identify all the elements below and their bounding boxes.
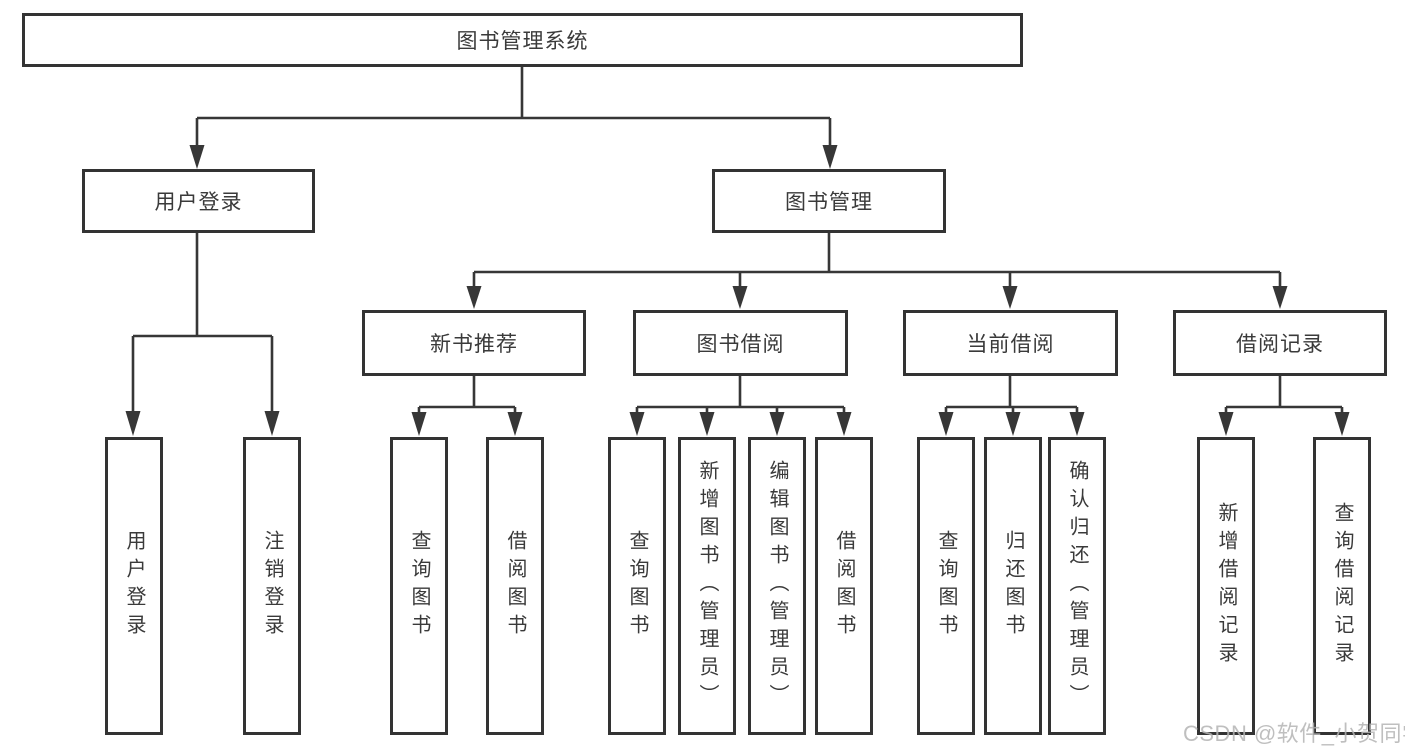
leaf-newbook-borrow-books: 借阅图书	[486, 437, 544, 735]
leaf-borrowing-add-books-admin-label: 新增图书（管理员）	[696, 460, 718, 712]
leaf-borrowing-add-books-admin: 新增图书（管理员）	[678, 437, 736, 735]
leaf-current-confirm-return-admin: 确认归还（管理员）	[1048, 437, 1106, 735]
node-current-borrowing: 当前借阅	[903, 310, 1118, 376]
leaf-newbook-borrow-books-label: 借阅图书	[504, 530, 526, 642]
node-root-system: 图书管理系统	[22, 13, 1023, 67]
csdn-watermark: CSDN @软件_小贺同学	[1183, 721, 1405, 746]
leaf-current-return-books: 归还图书	[984, 437, 1042, 735]
node-book-borrowing: 图书借阅	[633, 310, 848, 376]
node-new-book-recommend-label: 新书推荐	[430, 333, 518, 356]
leaf-records-add-record: 新增借阅记录	[1197, 437, 1255, 735]
node-root-label: 图书管理系统	[456, 30, 589, 53]
leaf-logout: 注销登录	[243, 437, 301, 735]
leaf-current-query-books-label: 查询图书	[935, 530, 957, 642]
node-user-login: 用户登录	[82, 169, 315, 233]
leaf-logout-label: 注销登录	[261, 530, 283, 642]
node-borrowing-records-label: 借阅记录	[1236, 333, 1324, 356]
leaf-newbook-query-books: 查询图书	[390, 437, 448, 735]
leaf-user-login: 用户登录	[105, 437, 163, 735]
leaf-borrowing-query-books-label: 查询图书	[626, 530, 648, 642]
leaf-newbook-query-books-label: 查询图书	[408, 530, 430, 642]
leaf-borrowing-edit-books-admin-label: 编辑图书（管理员）	[766, 460, 788, 712]
node-current-borrowing-label: 当前借阅	[966, 333, 1055, 356]
node-borrowing-records: 借阅记录	[1173, 310, 1387, 376]
leaf-current-confirm-return-admin-label: 确认归还（管理员）	[1066, 460, 1088, 712]
leaf-current-query-books: 查询图书	[917, 437, 975, 735]
node-new-book-recommend: 新书推荐	[362, 310, 586, 376]
node-book-management-label: 图书管理	[785, 191, 873, 214]
node-book-management: 图书管理	[712, 169, 946, 233]
node-book-borrowing-label: 图书借阅	[696, 333, 785, 356]
leaf-records-add-record-label: 新增借阅记录	[1215, 502, 1237, 670]
leaf-borrowing-borrow-books-label: 借阅图书	[833, 530, 855, 642]
leaf-borrowing-query-books: 查询图书	[608, 437, 666, 735]
leaf-records-query-record-label: 查询借阅记录	[1331, 502, 1353, 670]
leaf-records-query-record: 查询借阅记录	[1313, 437, 1371, 735]
leaf-user-login-label: 用户登录	[123, 530, 145, 642]
leaf-borrowing-edit-books-admin: 编辑图书（管理员）	[748, 437, 806, 735]
leaf-borrowing-borrow-books: 借阅图书	[815, 437, 873, 735]
leaf-current-return-books-label: 归还图书	[1002, 530, 1024, 642]
node-user-login-label: 用户登录	[154, 191, 243, 214]
